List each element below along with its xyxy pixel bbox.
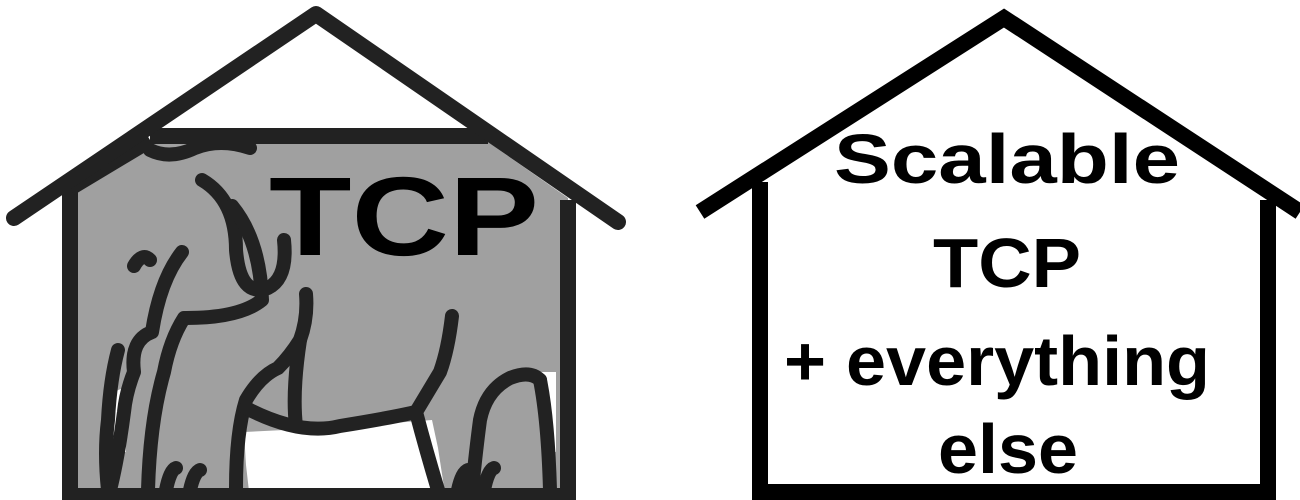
left-house-label: TCP xyxy=(269,154,539,279)
right-house-line-4: else xyxy=(938,410,1078,488)
right-house-line-1: Scalable xyxy=(834,120,1180,198)
right-house: Scalable TCP + everything else xyxy=(700,18,1300,492)
left-house: TCP xyxy=(14,14,618,500)
right-house-line-2: TCP xyxy=(933,224,1081,302)
right-house-line-3: + everything xyxy=(784,322,1210,400)
